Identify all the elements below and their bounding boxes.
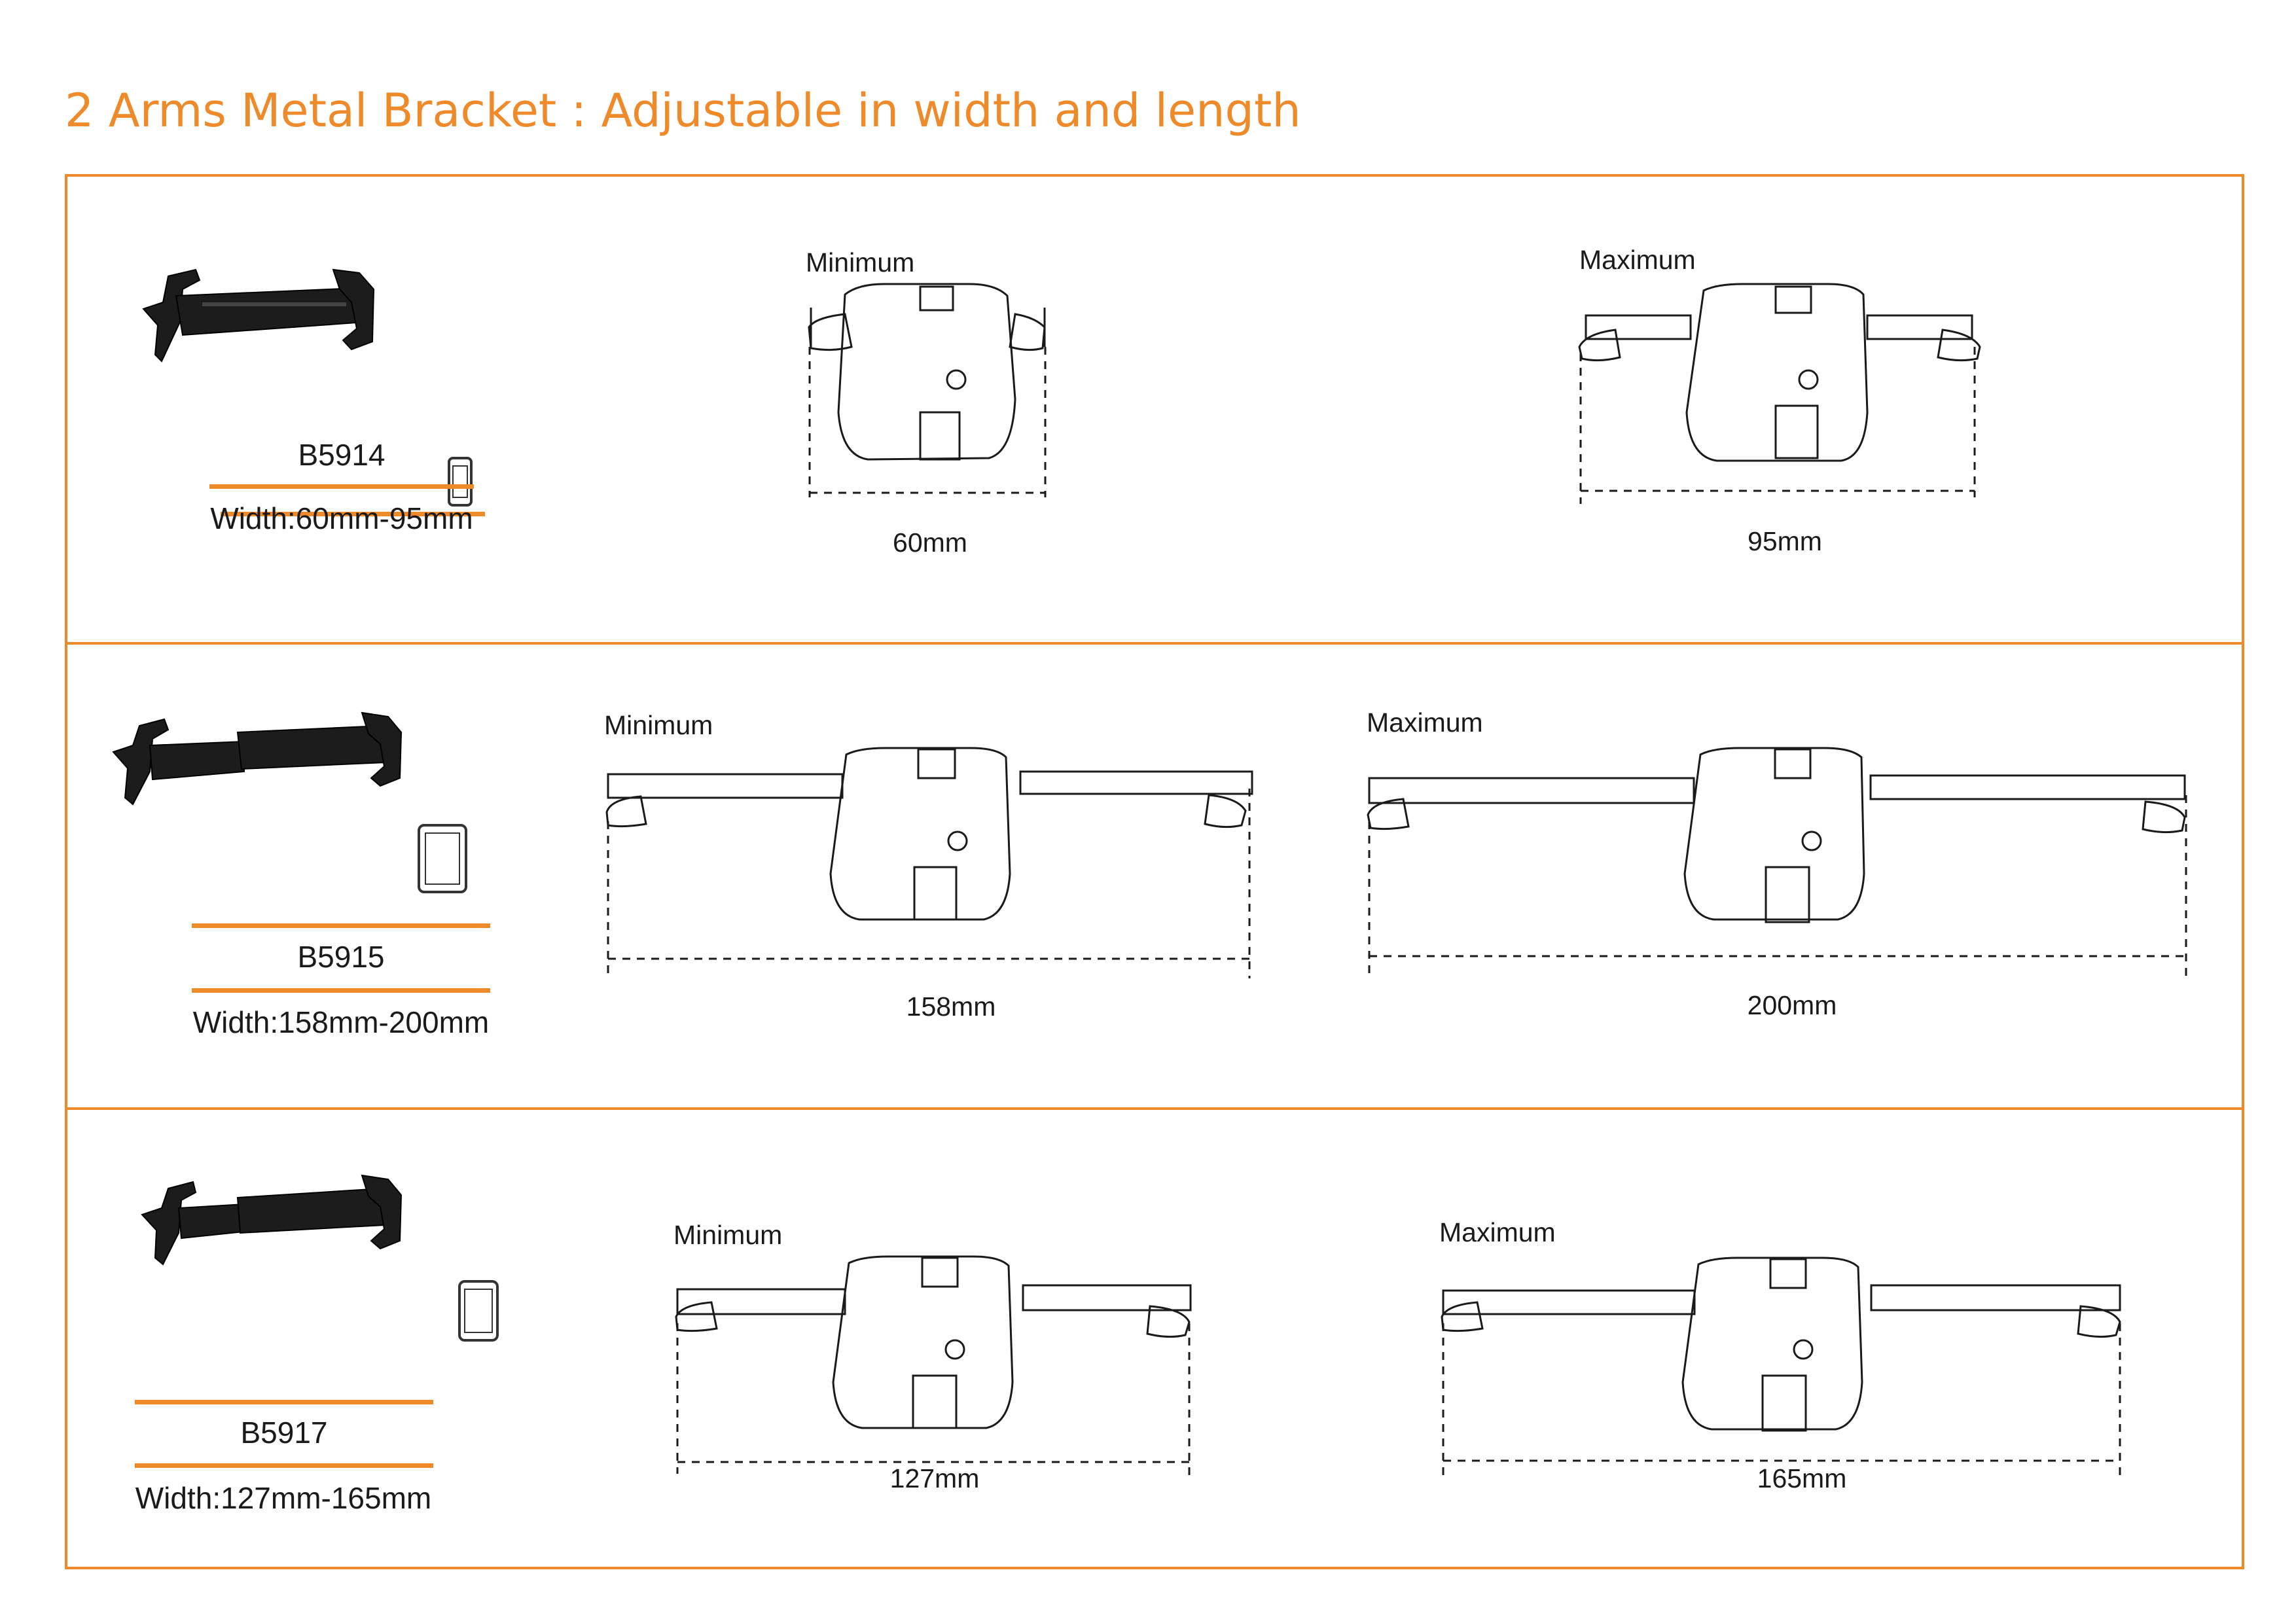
divider-bar <box>135 1400 433 1404</box>
product-card <box>112 706 467 968</box>
minimum-diagram <box>673 1251 1210 1500</box>
bracket-diagram-min <box>675 1255 1192 1478</box>
min-dimension: 60mm <box>893 527 967 558</box>
minimum-diagram <box>604 743 1259 991</box>
product-code: B5914 <box>298 438 386 472</box>
divider-bar <box>221 512 485 516</box>
product-table: B5914 Width:60mm-95mm Minimum <box>65 174 2244 1569</box>
product-row-b5917: B5917 Width:127mm-165mm Minimum <box>67 1107 2242 1569</box>
max-dimension: 200mm <box>1747 990 1837 1020</box>
divider-bar <box>135 1463 433 1468</box>
bracket-diagram-max <box>1441 1257 2121 1478</box>
min-dimension: 158mm <box>906 991 996 1022</box>
bracket-diagram-min <box>605 747 1253 978</box>
divider-bar <box>192 988 490 993</box>
bracket-diagram-min <box>808 283 1047 497</box>
divider-bar <box>209 484 474 489</box>
bracket-photo <box>141 1174 403 1266</box>
mini-tablet-icon <box>458 1280 499 1342</box>
maximum-diagram <box>1439 1251 2133 1500</box>
bracket-diagram-max <box>1578 283 1981 504</box>
width-range: Width:158mm-200mm <box>192 1005 490 1039</box>
minimum-label: Minimum <box>604 710 713 740</box>
maximum-label: Maximum <box>1579 245 1696 275</box>
product-row-b5914: B5914 Width:60mm-95mm Minimum <box>67 177 2242 642</box>
min-dimension: 127mm <box>889 1463 980 1493</box>
divider-bar <box>192 923 490 928</box>
tablet-icon <box>418 824 467 893</box>
product-code: B5917 <box>240 1416 328 1450</box>
page-title: 2 Arms Metal Bracket : Adjustable in wid… <box>65 84 1301 137</box>
max-dimension: 165mm <box>1757 1463 1847 1493</box>
width-range: Width:60mm-95mm <box>210 501 473 535</box>
maximum-label: Maximum <box>1367 707 1483 738</box>
minimum-label: Minimum <box>806 247 915 277</box>
bracket-photo <box>112 711 403 806</box>
maximum-diagram <box>1578 281 1985 517</box>
bracket-diagram-max <box>1367 747 2187 978</box>
bracket-photo <box>142 268 375 363</box>
max-dimension: 95mm <box>1748 526 1822 556</box>
smartphone-icon <box>448 457 473 507</box>
maximum-diagram <box>1367 743 2191 991</box>
maximum-label: Maximum <box>1439 1217 1556 1247</box>
product-row-b5915: B5915 Width:158mm-200mm Minimum <box>67 642 2242 1107</box>
product-card <box>139 1162 499 1424</box>
product-card <box>142 263 485 525</box>
minimum-diagram <box>806 281 1067 517</box>
width-range: Width:127mm-165mm <box>135 1481 432 1515</box>
minimum-label: Minimum <box>673 1220 783 1250</box>
product-code: B5915 <box>297 940 385 974</box>
